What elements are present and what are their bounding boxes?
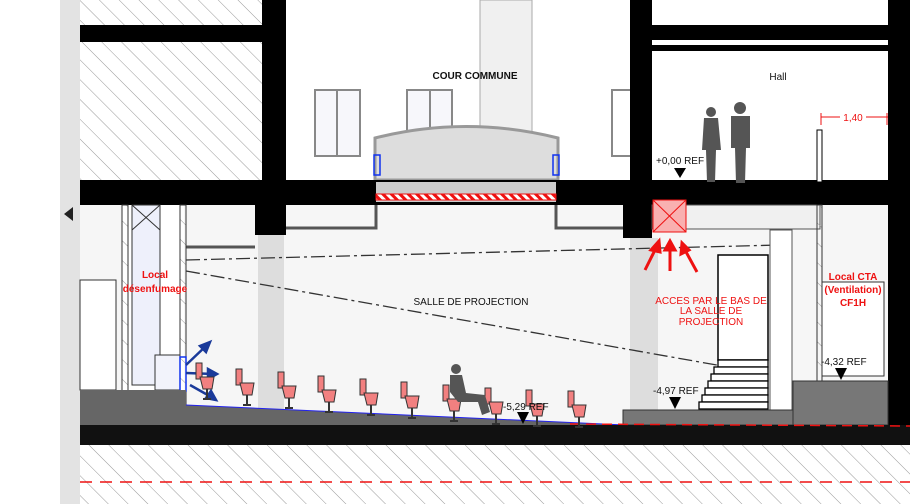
room-label-cta-3: CF1H xyxy=(840,298,866,309)
room-label-desenfumage-2: désenfumage xyxy=(123,284,188,295)
room-label-salle: SALLE DE PROJECTION xyxy=(413,297,528,308)
access-note-2: LA SALLE DE xyxy=(680,306,743,317)
side-panel-strip xyxy=(60,0,80,504)
level-marker-icon xyxy=(835,368,847,380)
room-label-hall: Hall xyxy=(769,72,786,83)
level-label-0: +0,00 REF xyxy=(656,156,704,167)
access-arrows-icon xyxy=(643,237,699,273)
vent-marker xyxy=(552,154,560,176)
wall xyxy=(888,0,910,445)
person-silhouettes xyxy=(450,102,750,415)
level-label-529: -5,29 REF xyxy=(503,402,549,413)
vent-marker xyxy=(373,154,381,176)
level-label-497: -4,97 REF xyxy=(653,386,699,397)
smoke-extract-arrows-icon xyxy=(185,339,220,402)
level-marker-icon xyxy=(674,168,686,178)
room-label-cour-commune: COUR COMMUNE xyxy=(433,71,518,82)
room-label-cta-1: Local CTA xyxy=(829,272,878,283)
collapse-panel-button[interactable] xyxy=(64,207,73,221)
room-label-desenfumage-1: Local xyxy=(142,270,168,281)
level-label-432: -4,32 REF xyxy=(821,357,867,368)
stairs xyxy=(698,359,769,410)
ground xyxy=(80,445,910,504)
dimension-label: 1,40 xyxy=(843,113,863,124)
access-note-1: ACCES PAR LE BAS DE xyxy=(655,296,767,307)
raked-floor xyxy=(80,390,625,425)
wall xyxy=(262,0,286,205)
level-marker-icon xyxy=(669,397,681,409)
beam xyxy=(80,25,262,42)
skylight-vault xyxy=(373,125,560,182)
level-marker-icon xyxy=(517,412,529,424)
fire-rated-slab xyxy=(375,193,557,201)
window-right xyxy=(611,89,633,157)
column xyxy=(630,238,658,413)
room-label-cta-2: (Ventilation) xyxy=(824,285,881,296)
access-note-3: PROJECTION xyxy=(679,317,743,328)
foundation-slab xyxy=(80,425,910,445)
wall xyxy=(630,0,652,205)
